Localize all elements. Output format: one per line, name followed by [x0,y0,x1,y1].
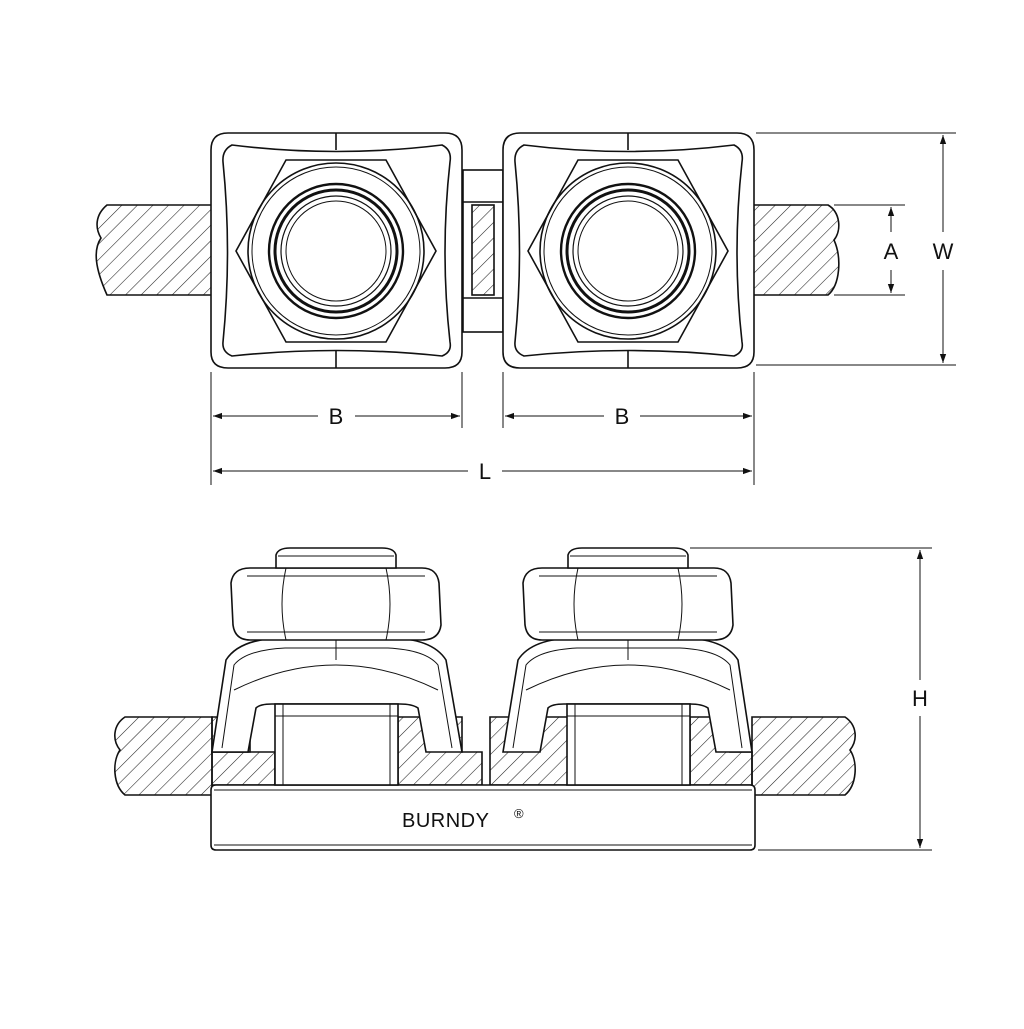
rod-right-top [749,204,840,296]
saddle-right [502,547,753,786]
dim-label-w: W [933,239,954,264]
rod-left-top [95,204,213,296]
brand-name: BURNDY [402,810,489,832]
registered-mark: ® [514,806,524,821]
hex-nut-left-front [230,567,442,641]
front-view [114,547,856,851]
dim-label-h: H [912,686,928,711]
base-plate [210,784,756,851]
saddle-left [211,547,463,786]
dim-label-b-left: B [329,404,344,429]
dim-label-b-right: B [615,404,630,429]
clamp-body-left [210,132,463,369]
stud-left [274,703,399,786]
rod-right-front [751,716,856,796]
dim-label-a: A [884,239,899,264]
hex-nut-right-front [522,567,734,641]
dim-label-l: L [479,459,491,484]
clamp-body-right [502,132,755,369]
rod-left-front [114,716,213,796]
top-view [95,132,840,369]
brand-label: BURNDY ® [402,806,524,832]
top-dimensions [210,132,956,485]
front-dimensions [690,547,932,851]
stud-right [566,703,691,786]
